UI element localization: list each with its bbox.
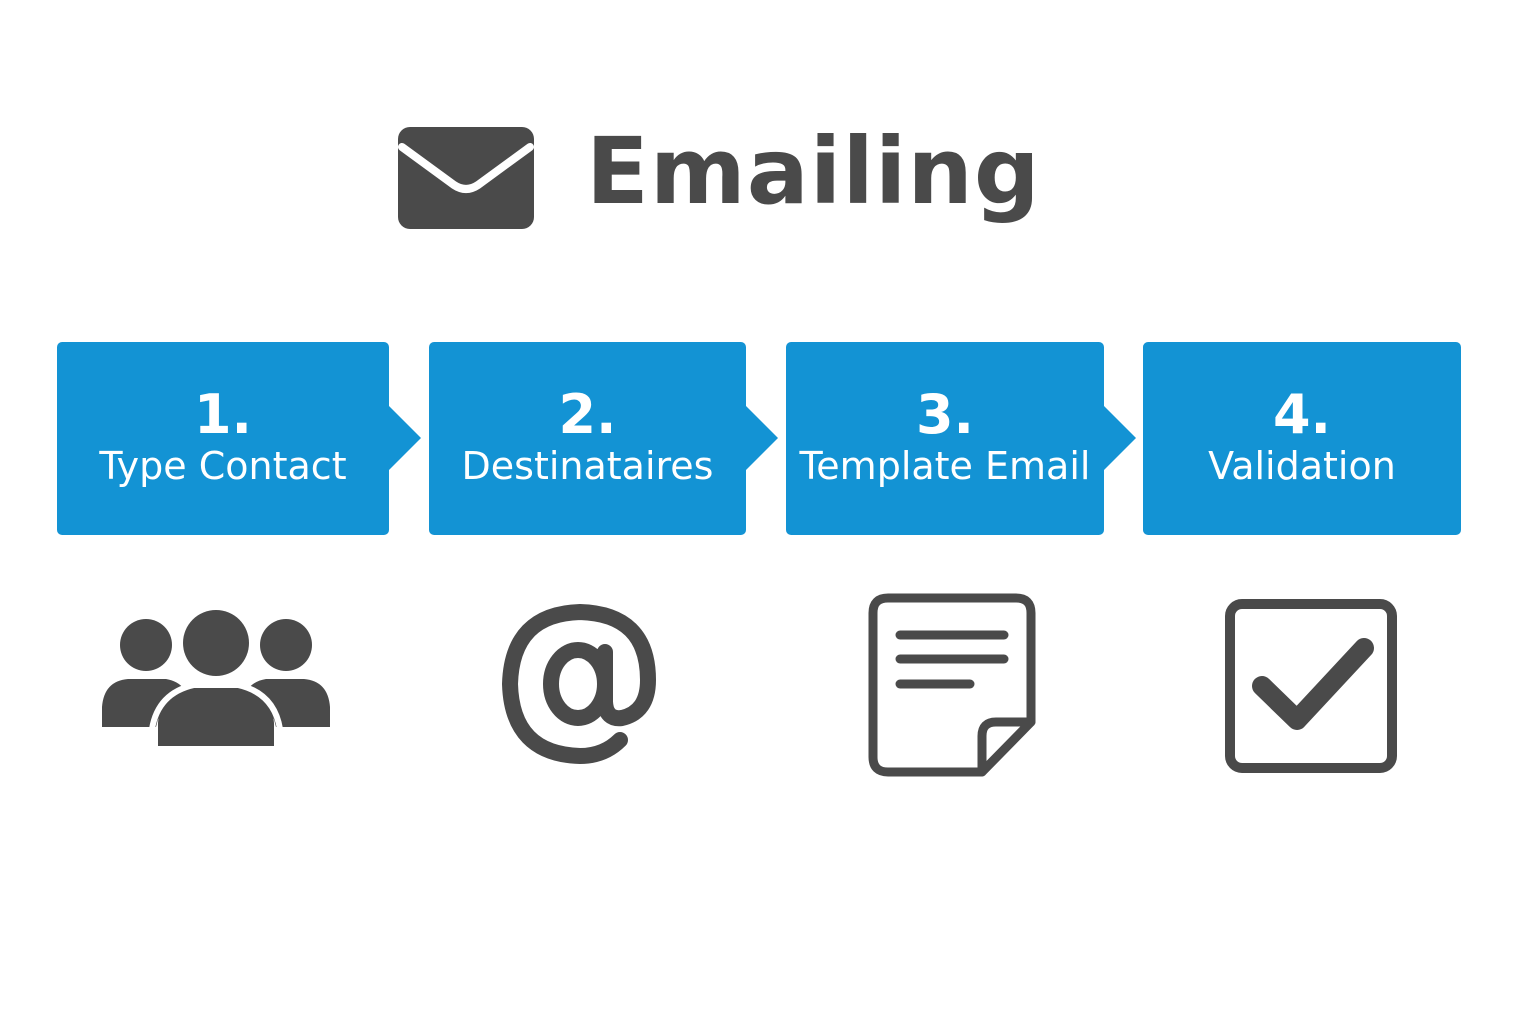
envelope-icon xyxy=(398,127,534,229)
page-header: Emailing xyxy=(398,118,1041,238)
checkbox-checked-icon xyxy=(1225,599,1397,773)
page-title: Emailing xyxy=(586,118,1041,225)
document-icon xyxy=(868,593,1036,777)
step-type-contact[interactable]: 1. Type Contact xyxy=(57,342,421,535)
step-validation[interactable]: 4. Validation xyxy=(1143,342,1461,535)
step-arrow xyxy=(745,405,778,471)
step-label: Destinataires xyxy=(461,444,714,488)
step-arrow xyxy=(1103,405,1136,471)
step-number: 2. xyxy=(558,383,617,446)
step-number: 3. xyxy=(915,383,975,446)
step-label: Type Contact xyxy=(99,444,347,488)
step-arrow xyxy=(388,405,421,471)
users-group-icon xyxy=(102,610,330,746)
at-sign-icon xyxy=(502,604,656,764)
step-label: Validation xyxy=(1208,444,1396,488)
step-template-email[interactable]: 3. Template Email xyxy=(786,342,1136,535)
step-label: Template Email xyxy=(799,444,1091,488)
step-number: 4. xyxy=(1272,383,1332,446)
step-destinataires[interactable]: 2. Destinataires xyxy=(429,342,778,535)
step-number: 1. xyxy=(193,383,253,446)
